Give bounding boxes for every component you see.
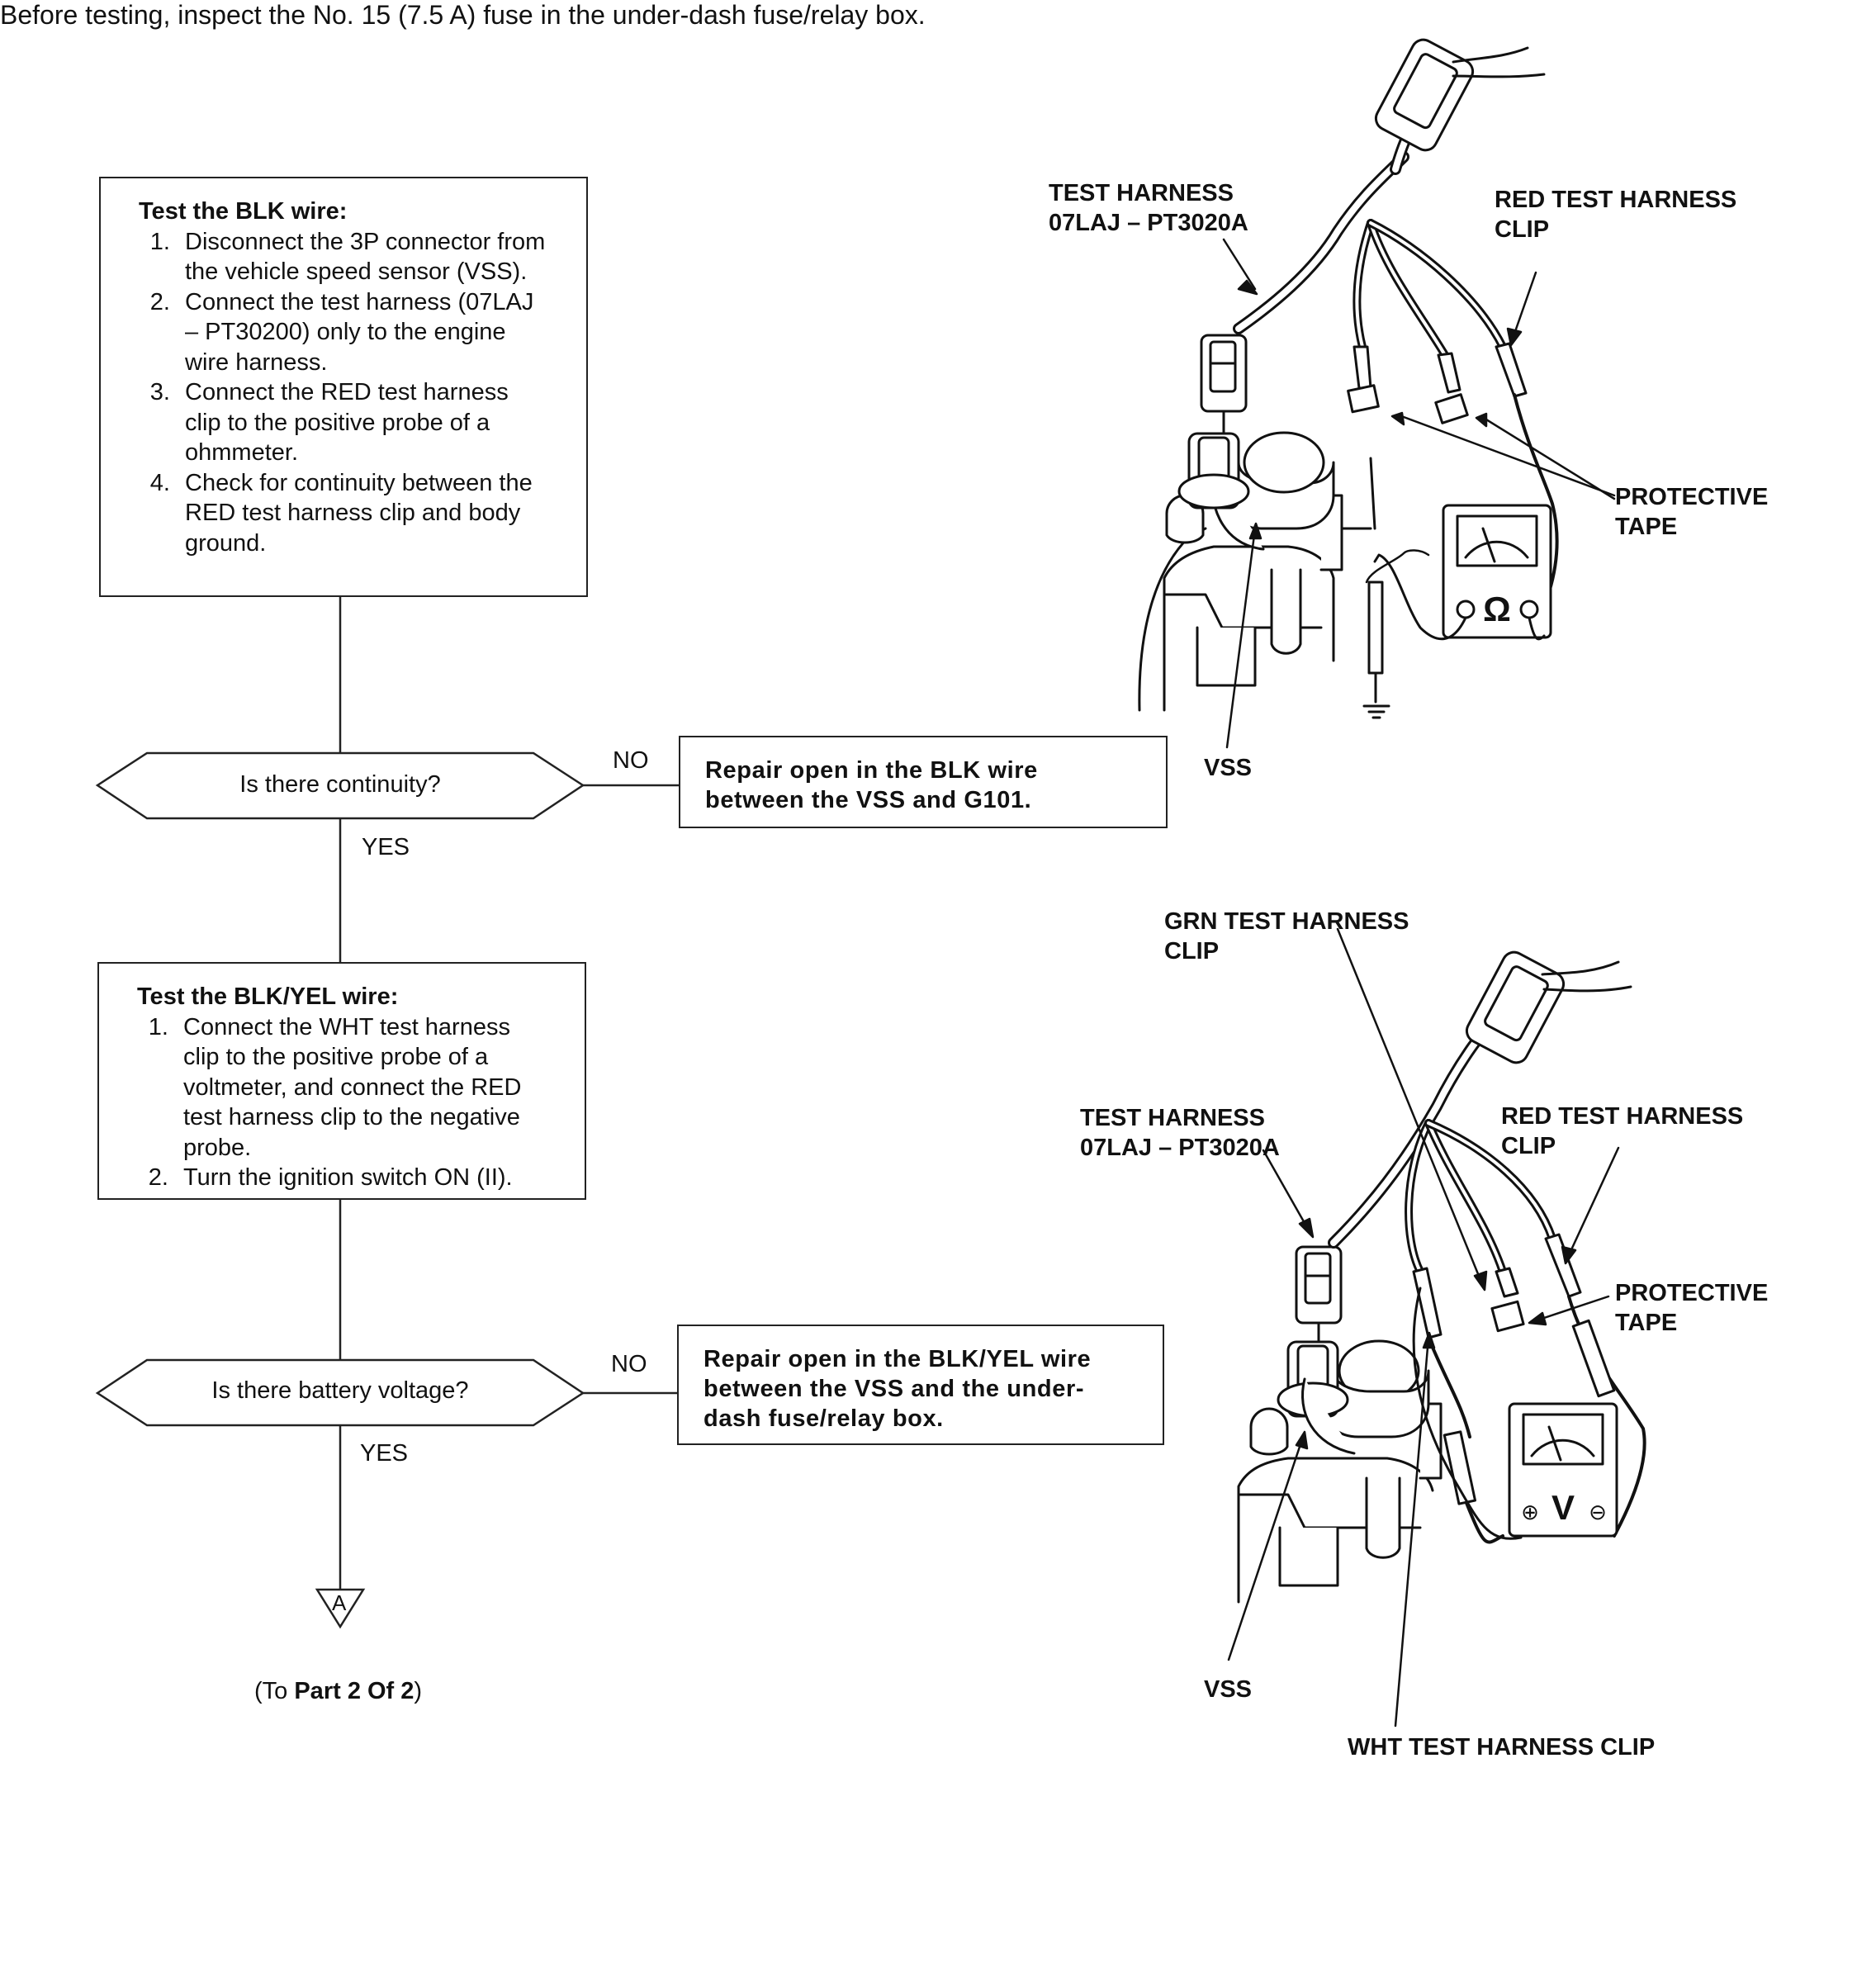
step-item: Connect the test harness (07LAJ – PT3020… <box>177 287 550 378</box>
no-label: NO <box>611 1351 647 1377</box>
result-box-blk: Repair open in the BLK wire between the … <box>679 736 1168 828</box>
decision-question: Is there battery voltage? <box>211 1377 469 1404</box>
continuation-note: (To Part 2 Of 2) <box>254 1678 423 1704</box>
decision-question: Is there continuity? <box>239 771 441 798</box>
harness-connector <box>1200 334 1248 435</box>
connector-symbol: A <box>332 1590 347 1615</box>
intro-note: Before testing, inspect the No. 15 (7.5 … <box>0 0 926 30</box>
voltmeter <box>1508 1402 1618 1538</box>
step-heading: Test the BLK wire: <box>139 198 348 225</box>
connector-triangle <box>315 1588 366 1629</box>
step-list: Connect the WHT test harness clip to the… <box>137 1012 548 1193</box>
callout-wht-clip: WHT TEST HARNESS CLIP <box>1348 1734 1656 1761</box>
vss-housing-drawing <box>1237 1339 1443 1604</box>
vss-housing-drawing <box>1138 431 1376 712</box>
meter-plus: ⊕ <box>1521 1500 1539 1525</box>
step-item: Connect the RED test harness clip to the… <box>177 377 550 468</box>
result-text: Repair open in the BLK/YEL wire between … <box>704 1346 1092 1432</box>
yes-label: YES <box>362 834 410 860</box>
upper-connector <box>1465 950 1566 1064</box>
ohmmeter <box>1442 504 1552 639</box>
harness-connector <box>1295 1245 1343 1344</box>
result-box-blkyel: Repair open in the BLK/YEL wire between … <box>677 1325 1164 1445</box>
callout-vss: VSS <box>1204 1676 1253 1703</box>
no-label: NO <box>613 747 649 774</box>
callout-vss: VSS <box>1204 755 1253 781</box>
step-box-blk-wire: Test the BLK wire: Disconnect the 3P con… <box>99 177 588 597</box>
step-item: Disconnect the 3P connector from the veh… <box>177 227 550 287</box>
meter-minus: ⊖ <box>1589 1500 1607 1525</box>
ohm-symbol: Ω <box>1483 590 1511 628</box>
yes-label: YES <box>360 1440 409 1467</box>
step-item: Check for continuity between the RED tes… <box>177 468 550 559</box>
step-list: Disconnect the 3P connector from the veh… <box>139 227 550 559</box>
step-heading: Test the BLK/YEL wire: <box>137 983 399 1010</box>
step-item: Turn the ignition switch ON (II). <box>175 1163 548 1193</box>
step-item: Connect the WHT test harness clip to the… <box>175 1012 548 1163</box>
result-text: Repair open in the BLK wire between the … <box>705 757 1038 813</box>
upper-connector <box>1374 38 1475 152</box>
step-box-blkyel-wire: Test the BLK/YEL wire: Connect the WHT t… <box>97 962 586 1200</box>
volt-symbol: V <box>1551 1488 1575 1527</box>
